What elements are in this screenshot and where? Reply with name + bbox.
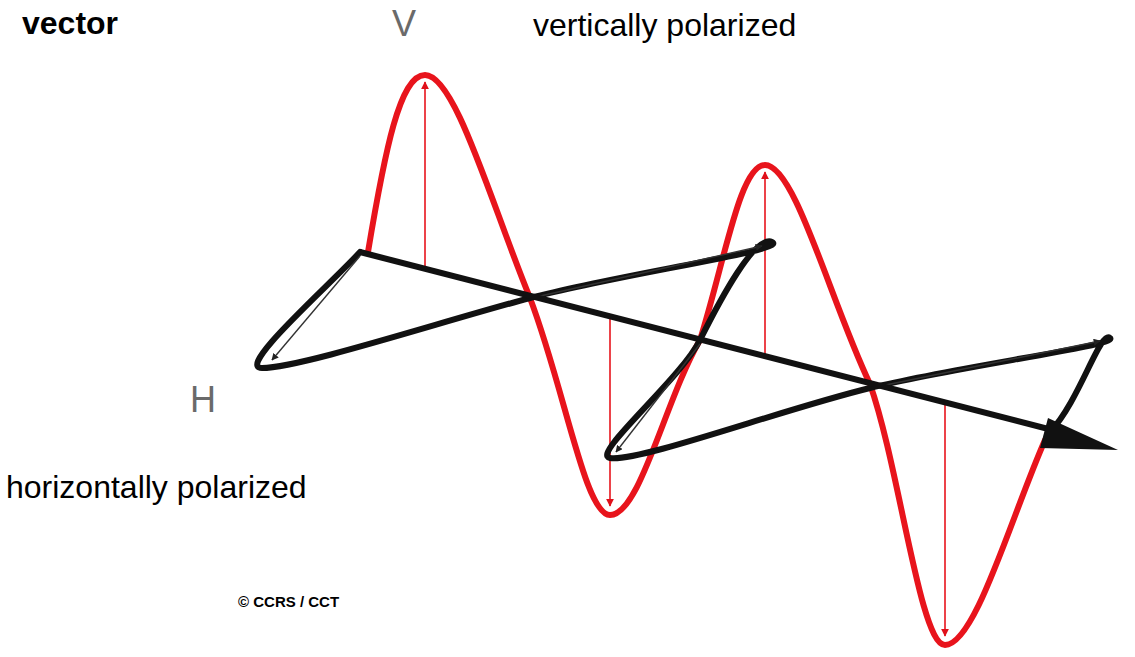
propagation-arrowhead bbox=[1040, 418, 1118, 450]
copyright-note: © CCRS / CCT bbox=[238, 594, 339, 611]
field-vectors-horizontal bbox=[272, 246, 1100, 452]
axis-letter: H bbox=[190, 380, 216, 420]
polarization-label: horizontally polarized bbox=[6, 470, 307, 505]
axis-letter: V bbox=[392, 4, 416, 44]
heading-fragment: vector bbox=[22, 6, 118, 41]
polarization-label: vertically polarized bbox=[533, 8, 796, 43]
propagation-axis bbox=[360, 252, 1060, 432]
horizontal-wave bbox=[257, 241, 1110, 458]
vertical-wave bbox=[368, 75, 1045, 645]
